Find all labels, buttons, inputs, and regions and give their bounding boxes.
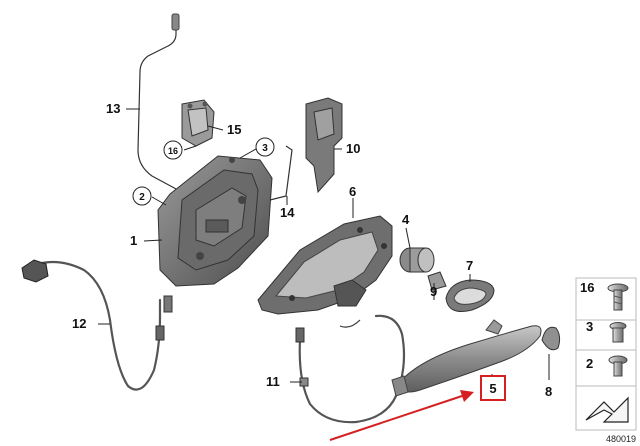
part-9-clip <box>427 271 447 291</box>
callout-circle-3 <box>255 137 275 157</box>
legend-label-16: 16 <box>580 280 594 295</box>
reference-number: 480019 <box>606 434 636 444</box>
callout-1: 1 <box>130 233 137 248</box>
callout-12: 12 <box>72 316 86 331</box>
callout-7: 7 <box>466 258 473 273</box>
callout-8: 8 <box>545 384 552 399</box>
part-1-door-lock <box>157 155 273 313</box>
legend-screw-3-icon <box>609 322 627 343</box>
part-14-small-rod <box>269 145 293 201</box>
callout-4: 4 <box>402 212 410 227</box>
callout-16: 16 <box>168 146 178 156</box>
callout-9: 9 <box>430 284 437 299</box>
assembly-arrow-icon <box>585 396 629 423</box>
highlight-arrow <box>329 390 474 441</box>
callout-14: 14 <box>280 205 295 220</box>
part-8-end-cap <box>541 326 561 351</box>
part-6-carrier <box>257 215 393 315</box>
callout-6: 6 <box>349 184 356 199</box>
callout-circle-2 <box>132 186 152 206</box>
part-5-door-handle <box>391 319 542 397</box>
part-4-lock-cylinder <box>399 247 435 273</box>
part-7-gasket <box>445 279 495 312</box>
part-11-cable <box>295 314 406 424</box>
part-15-striker <box>181 99 215 147</box>
callout-13: 13 <box>106 101 120 116</box>
legend-screw-2-icon <box>608 355 628 377</box>
part-13-rod <box>137 13 180 191</box>
callout-circle-16 <box>163 140 183 160</box>
part-10-bracket <box>305 97 343 194</box>
part-12-cable <box>21 259 165 391</box>
legend-panel: 16 3 2 <box>575 277 637 431</box>
leader-lines <box>98 108 550 383</box>
legend-screw-16-icon <box>607 283 629 311</box>
callout-5: 5 <box>489 381 496 396</box>
callout-3: 3 <box>262 143 268 154</box>
callout-2: 2 <box>139 192 145 203</box>
callout-15: 15 <box>227 122 241 137</box>
legend-label-2: 2 <box>586 356 593 371</box>
highlight-box <box>480 375 506 401</box>
callout-11: 11 <box>266 374 280 389</box>
legend-label-3: 3 <box>586 319 593 334</box>
callout-10: 10 <box>346 141 360 156</box>
